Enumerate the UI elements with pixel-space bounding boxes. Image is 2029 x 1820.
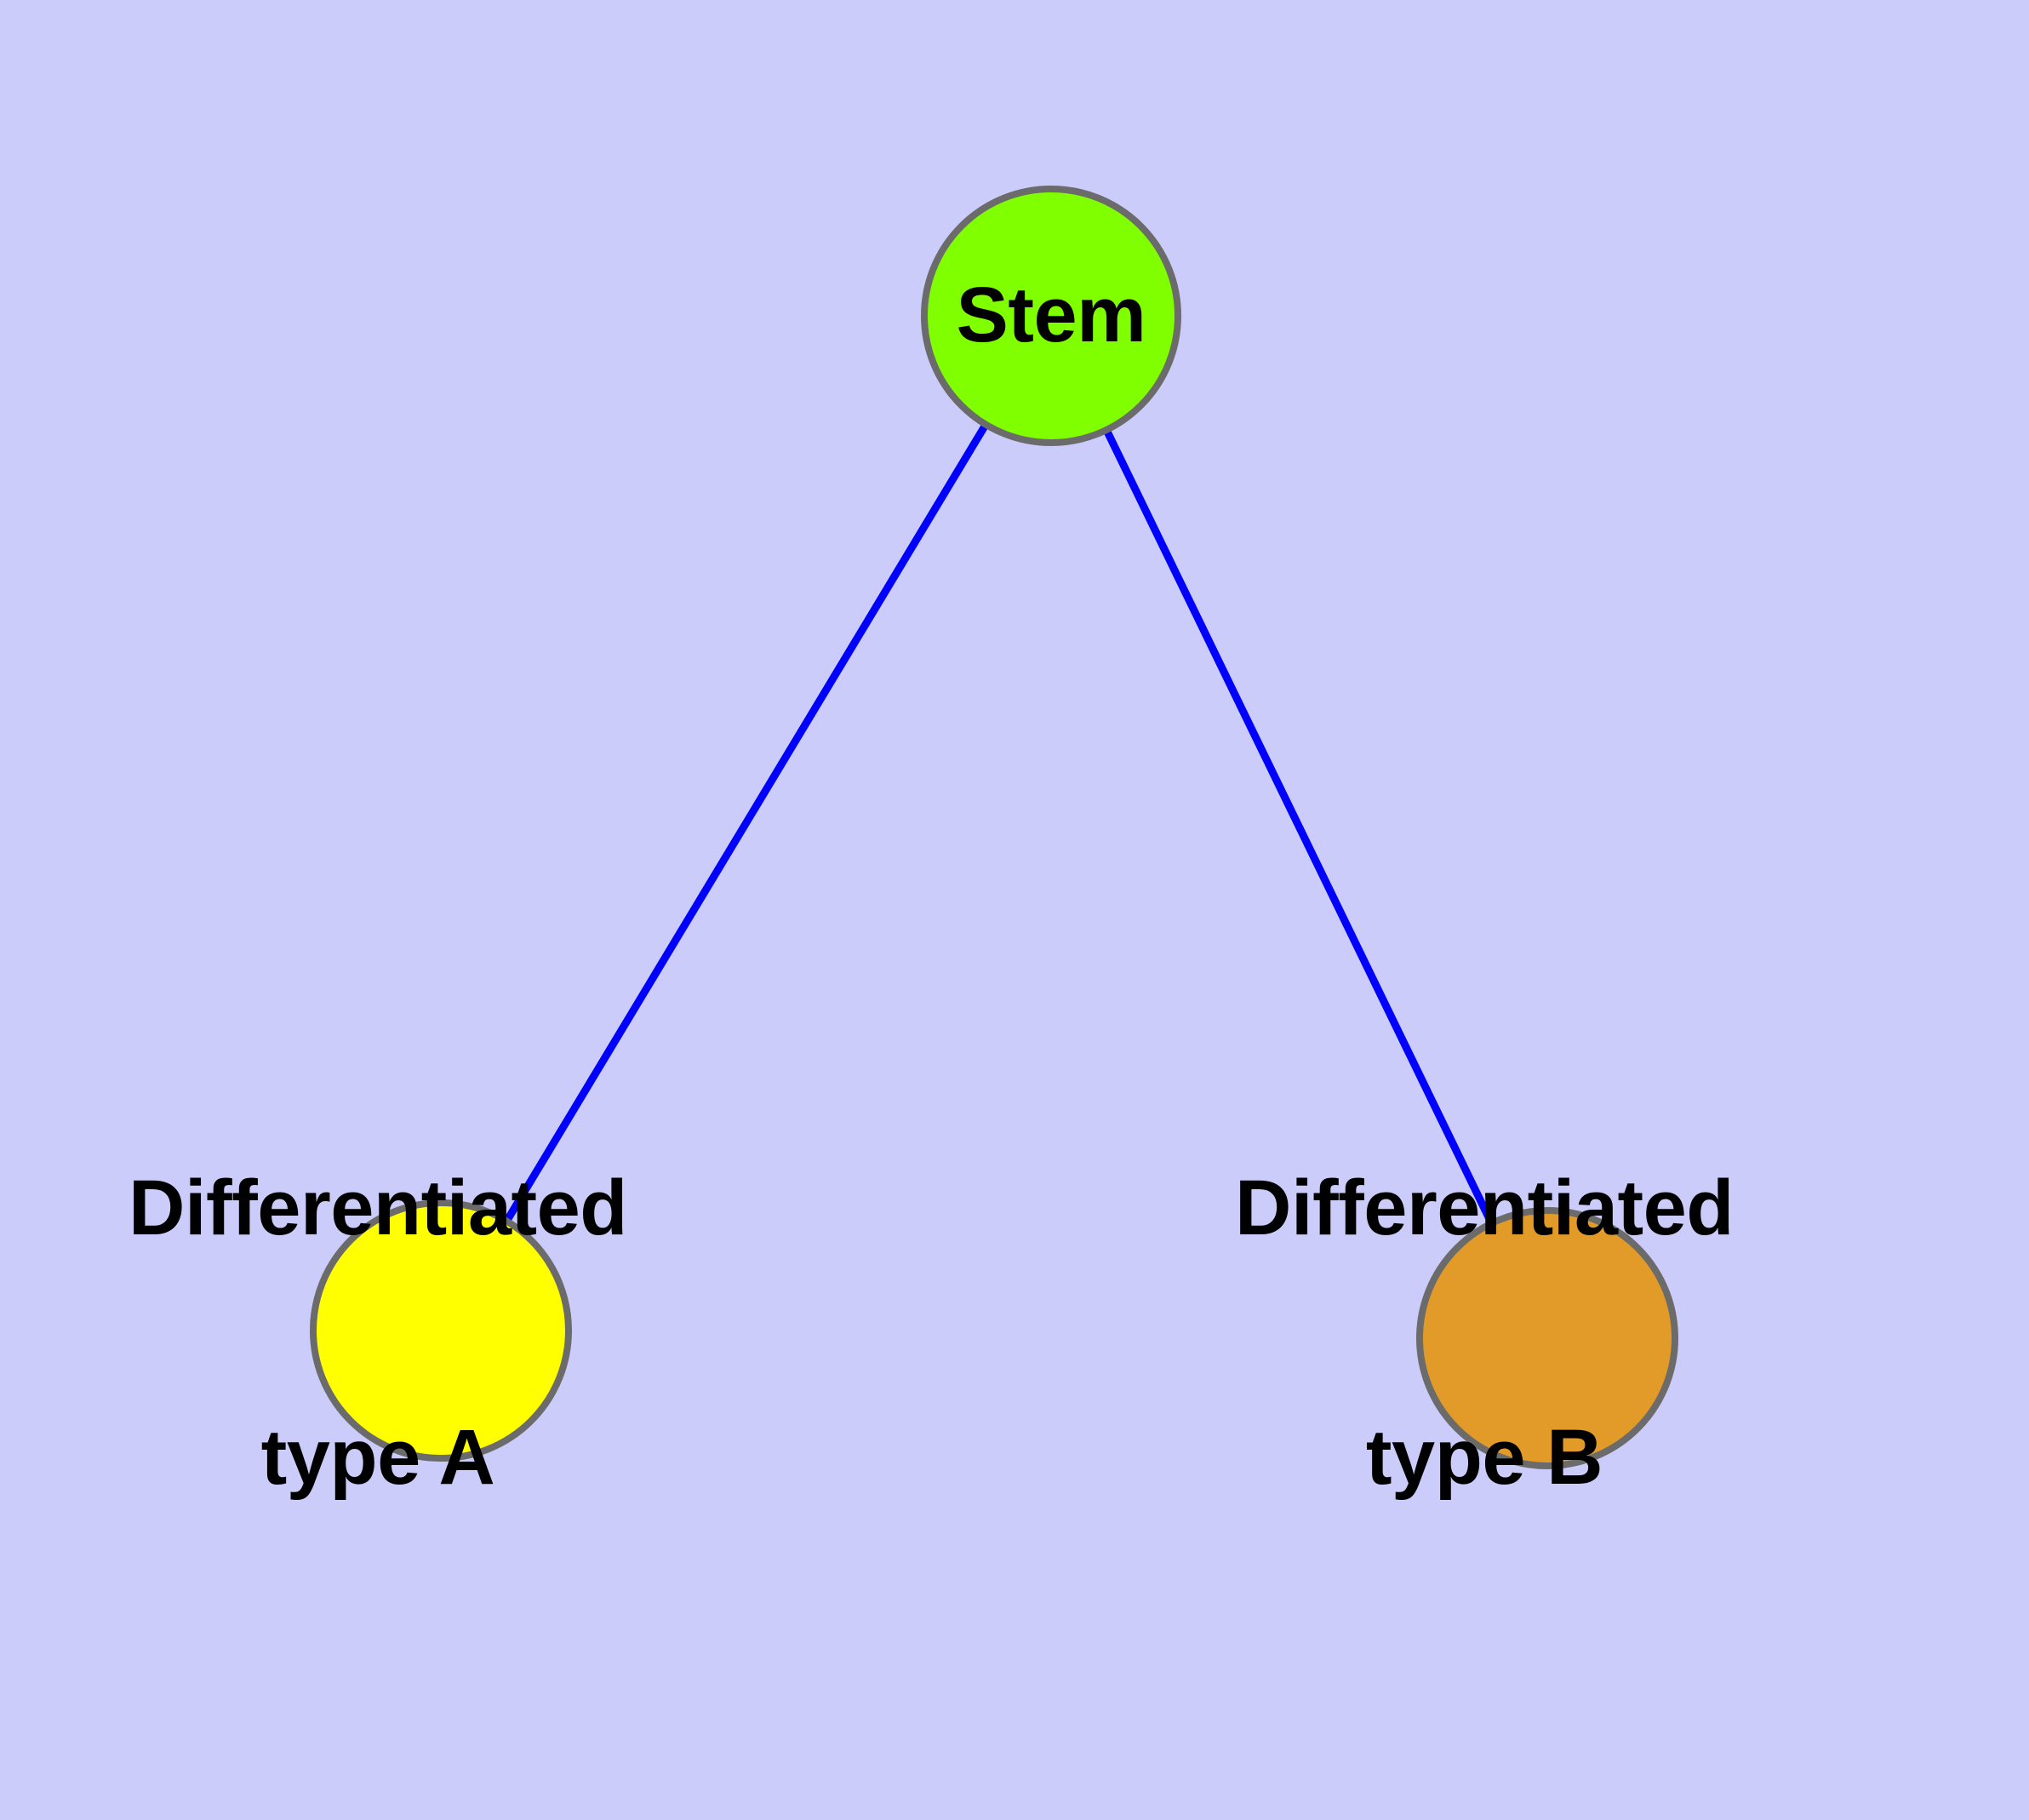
edge-layer [437,313,1552,1340]
node-circle-differentiated-type-a[interactable] [310,1199,572,1462]
edge-stem-to-differentiated-type-b [1047,314,1552,1340]
edge-stem-to-differentiated-type-a [437,313,1055,1333]
node-circle-stem[interactable] [921,186,1181,446]
node-circle-differentiated-type-b[interactable] [1416,1207,1678,1469]
node-layer [310,186,1678,1469]
